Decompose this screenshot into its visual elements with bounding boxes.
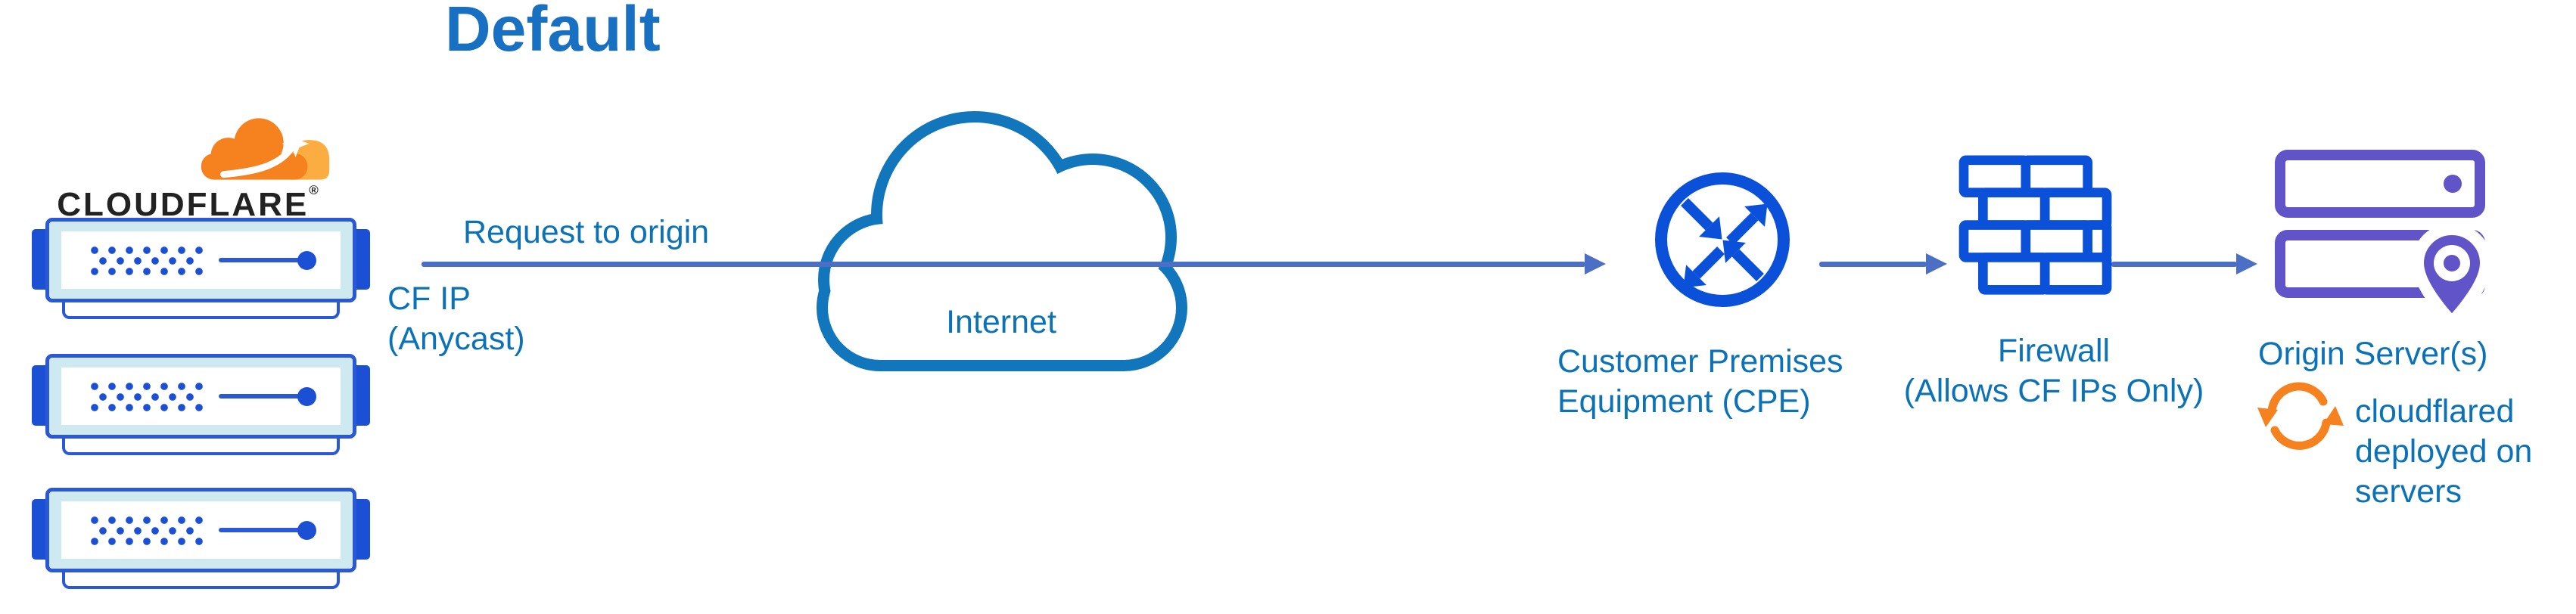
cloudflared-note: cloudflared deployed on servers (2355, 392, 2532, 512)
edge-server (32, 488, 370, 589)
firewall-label-line2: (Allows CF IPs Only) (1903, 373, 2204, 409)
server-tray (62, 569, 340, 589)
cf-ip-line2: (Anycast) (387, 321, 525, 357)
server-panel (61, 501, 341, 559)
internet-label: Internet (842, 302, 1160, 343)
edge-server (32, 218, 370, 319)
server-tray (62, 299, 340, 319)
server-led (297, 521, 316, 540)
server-led (297, 387, 316, 406)
wordmark-text: CLOUDFLARE (57, 186, 310, 223)
server-mount-ear (356, 365, 370, 426)
server-vents (90, 514, 204, 546)
firewall-label-line1: Firewall (1997, 333, 2111, 369)
cloudflare-logo-icon (201, 118, 330, 180)
cpe-label: Customer Premises Equipment (CPE) (1557, 342, 1843, 422)
cloudflared-note-line2: deployed on (2355, 433, 2533, 470)
cpe-label-line1: Customer Premises (1557, 343, 1843, 380)
origin-servers-text: Origin Server(s) (2258, 336, 2488, 372)
cloudflared-sync-icon (2257, 382, 2344, 450)
server-mount-ear (32, 499, 45, 560)
cloudflared-note-line3: servers (2355, 473, 2462, 510)
internet-text: Internet (946, 304, 1056, 340)
server-vents (90, 380, 204, 412)
server-chassis (45, 218, 356, 302)
server-slot (219, 258, 311, 262)
arrowhead-to-firewall (1926, 253, 1947, 274)
server-slot (219, 394, 311, 398)
server-led (297, 251, 316, 270)
flow-arrow-to-origin (2111, 262, 2237, 267)
internet-cloud-icon (817, 111, 1187, 371)
flow-arrow-to-cpe (422, 262, 1585, 267)
server-tray (62, 436, 340, 455)
firewall-icon (1958, 155, 2112, 295)
registered-mark: ® (309, 183, 319, 197)
server-mount-ear (32, 229, 45, 290)
cf-ip-anycast-label: CF IP (Anycast) (387, 279, 525, 359)
flow-arrow-to-firewall (1819, 262, 1927, 267)
server-mount-ear (356, 499, 370, 560)
server-mount-ear (32, 365, 45, 426)
server-panel (61, 231, 341, 289)
request-to-origin-text: Request to origin (463, 214, 710, 250)
cf-ip-line1: CF IP (387, 281, 471, 317)
request-to-origin-label: Request to origin (463, 212, 709, 253)
cpe-router-icon (1655, 172, 1790, 307)
cpe-label-line2: Equipment (CPE) (1557, 383, 1811, 420)
server-chassis (45, 488, 356, 572)
server-mount-ear (356, 229, 370, 290)
page-title: Default (445, 0, 661, 64)
server-slot (219, 528, 311, 532)
cloudflare-wordmark: CLOUDFLARE® (38, 183, 338, 224)
edge-server (32, 354, 370, 455)
server-panel (61, 367, 341, 425)
arrowhead-to-origin (2236, 253, 2257, 274)
origin-servers-icon (2275, 150, 2493, 331)
server-chassis (45, 354, 356, 439)
origin-servers-label: Origin Server(s) (2258, 334, 2487, 374)
arrowhead-to-cpe (1585, 253, 1606, 274)
server-vents (90, 244, 204, 276)
cloudflared-note-line1: cloudflared (2355, 393, 2515, 429)
firewall-label: Firewall (Allows CF IPs Only) (1887, 331, 2220, 411)
